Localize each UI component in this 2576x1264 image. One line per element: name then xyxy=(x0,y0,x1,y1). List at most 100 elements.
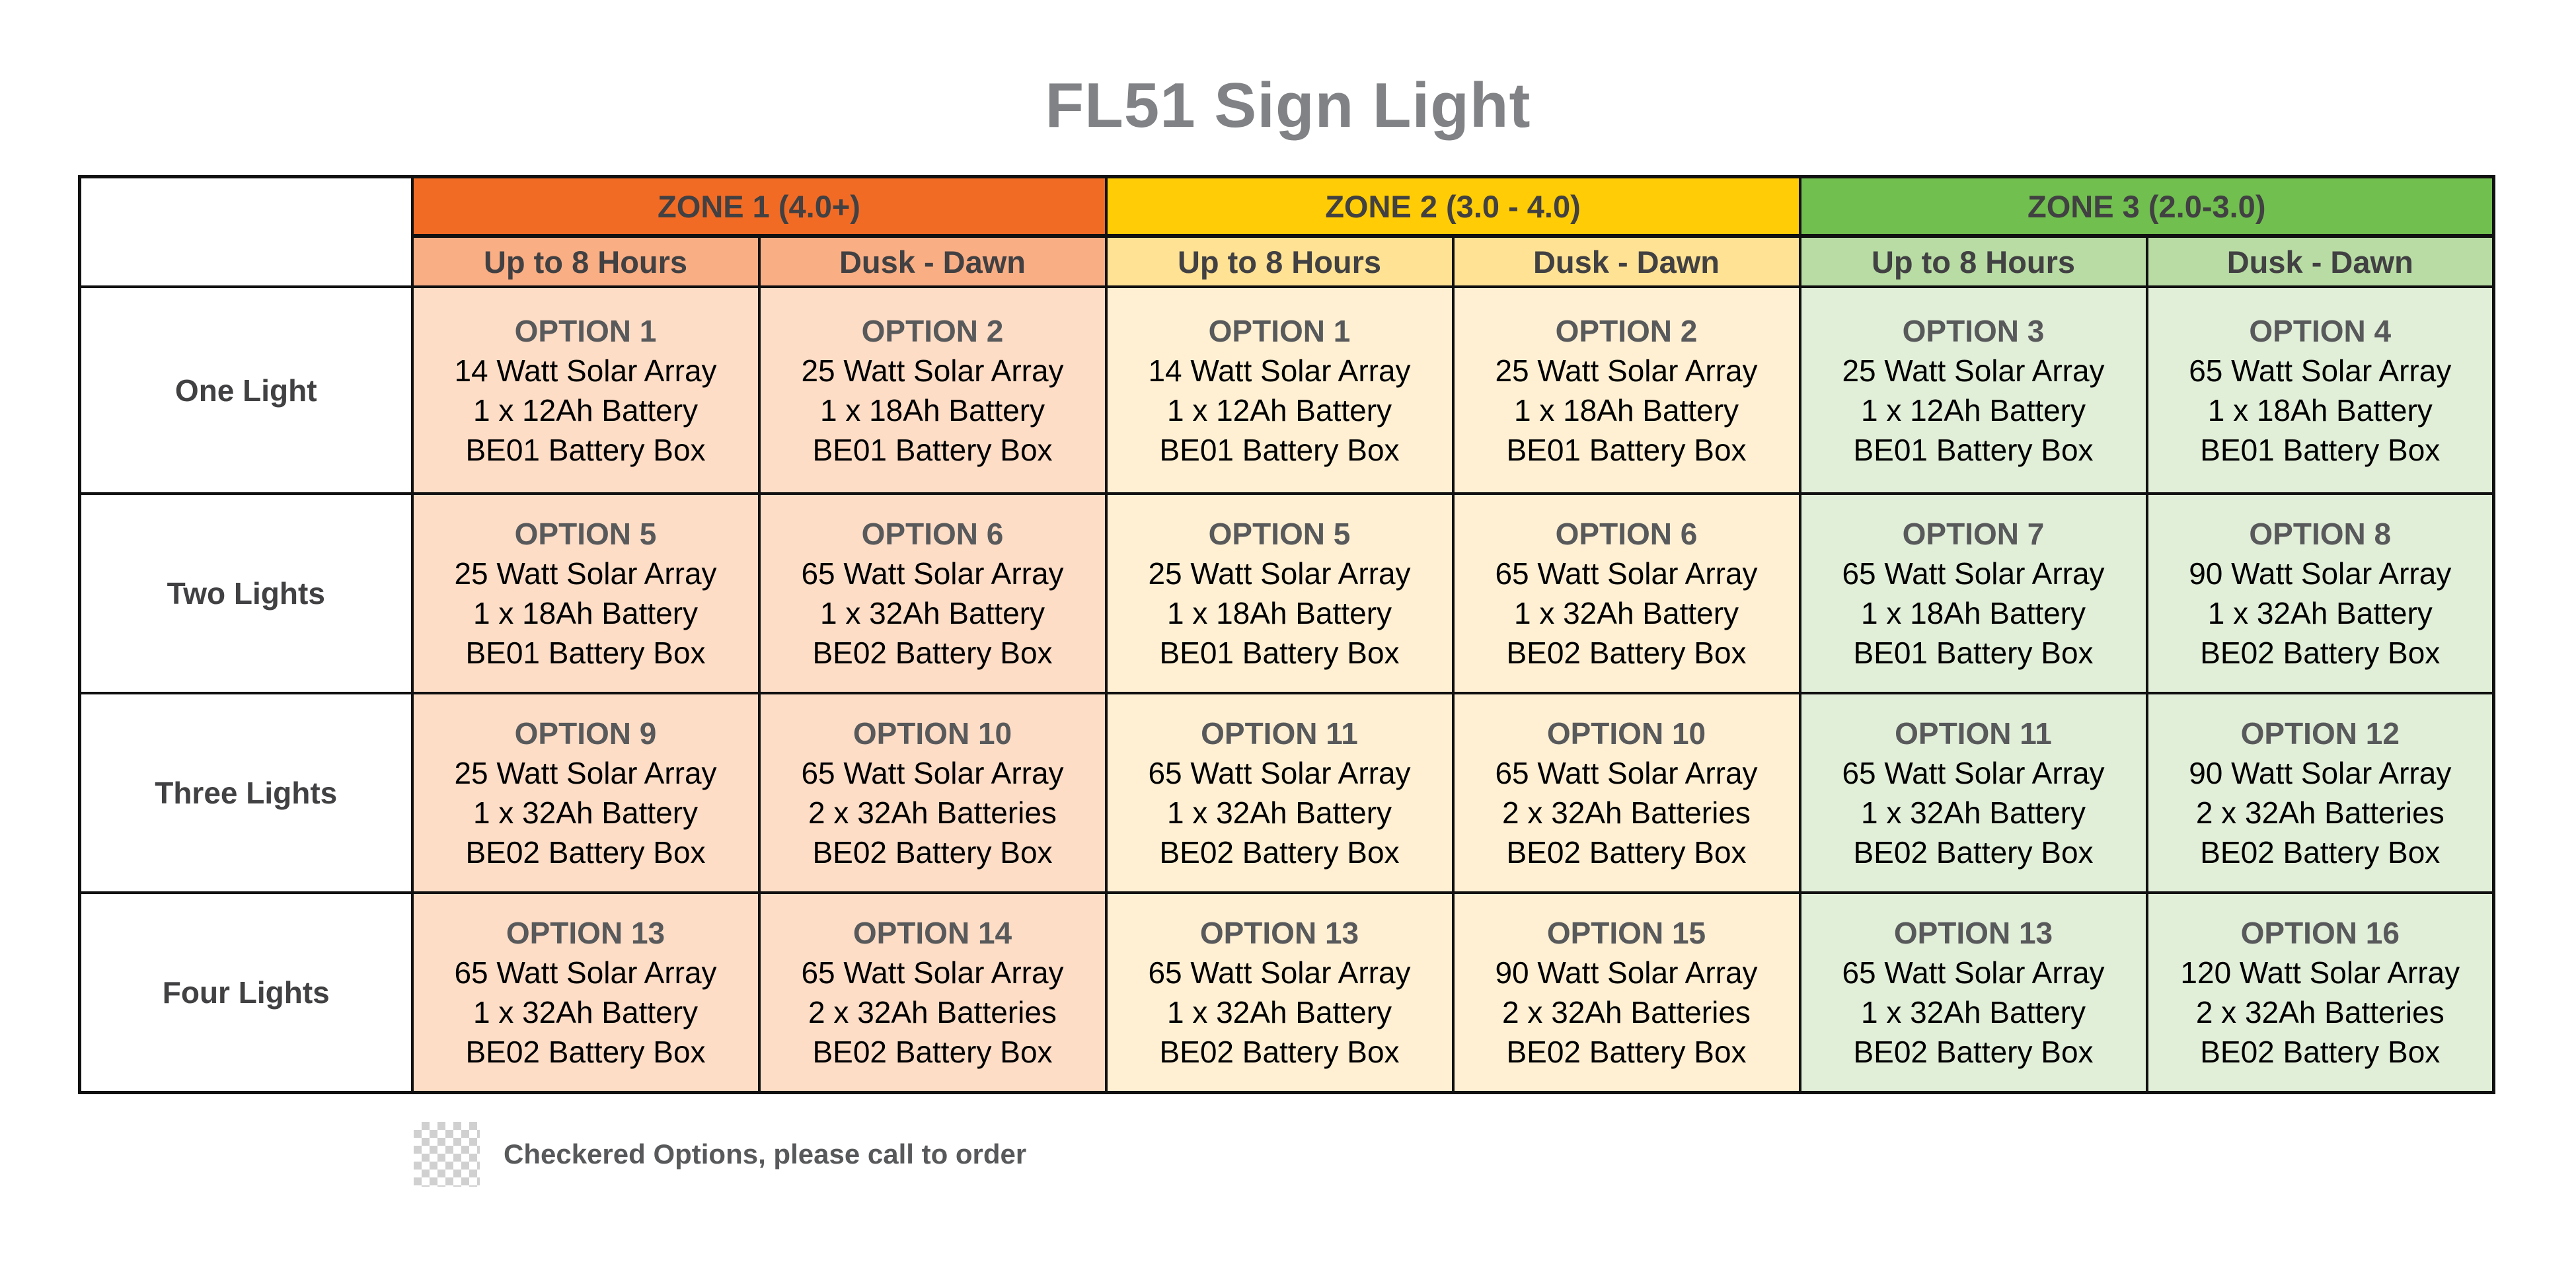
battery-spec: 1 x 32Ah Battery xyxy=(819,596,1045,630)
solar-array-spec: 65 Watt Solar Array xyxy=(1148,756,1411,790)
zone-3-header: ZONE 3 (2.0-3.0) xyxy=(1798,175,2495,238)
zone-1-up-to-8-hours-header: Up to 8 Hours xyxy=(410,235,761,288)
solar-array-spec: 65 Watt Solar Array xyxy=(1842,556,2105,591)
legend: Checkered Options, please call to order xyxy=(414,1121,1026,1187)
solar-array-spec: 65 Watt Solar Array xyxy=(1148,955,1411,990)
option-title: OPTION 2 xyxy=(1555,313,1698,348)
solar-array-spec: 65 Watt Solar Array xyxy=(801,556,1064,591)
option-title: OPTION 2 xyxy=(861,313,1004,348)
battery-box-spec: BE02 Battery Box xyxy=(2200,636,2441,670)
battery-box-spec: BE02 Battery Box xyxy=(1853,835,2094,870)
battery-spec: 1 x 12Ah Battery xyxy=(1166,392,1392,428)
battery-box-spec: BE02 Battery Box xyxy=(1159,1034,1400,1069)
battery-box-spec: BE01 Battery Box xyxy=(2200,432,2441,467)
option-title: OPTION 10 xyxy=(852,716,1012,751)
battery-spec: 1 x 18Ah Battery xyxy=(1513,392,1739,428)
battery-spec: 1 x 32Ah Battery xyxy=(1166,994,1392,1029)
battery-box-spec: BE02 Battery Box xyxy=(1159,835,1400,870)
zone-2-header: ZONE 2 (3.0 - 4.0) xyxy=(1104,175,1801,238)
page-title: FL51 Sign Light xyxy=(1045,70,1531,141)
battery-box-spec: BE02 Battery Box xyxy=(1506,636,1747,670)
solar-array-spec: 65 Watt Solar Array xyxy=(454,955,717,990)
option-cell: OPTION 16 120 Watt Solar Array 2 x 32Ah Ba… xyxy=(2145,891,2495,1094)
battery-spec: 1 x 32Ah Battery xyxy=(2207,596,2433,630)
solar-array-spec: 65 Watt Solar Array xyxy=(1842,955,2105,990)
battery-box-spec: BE02 Battery Box xyxy=(465,1034,706,1069)
battery-spec: 1 x 32Ah Battery xyxy=(1860,994,2086,1029)
option-title: OPTION 14 xyxy=(852,915,1012,950)
option-title: OPTION 11 xyxy=(1895,716,2052,751)
option-cell: OPTION 13 65 Watt Solar Array 1 x 32Ah Bat… xyxy=(1104,891,1455,1094)
option-title: OPTION 11 xyxy=(1201,716,1358,751)
battery-spec: 1 x 12Ah Battery xyxy=(473,392,699,428)
solar-array-spec: 14 Watt Solar Array xyxy=(454,353,717,388)
solar-array-spec: 25 Watt Solar Array xyxy=(1842,353,2105,388)
battery-box-spec: BE02 Battery Box xyxy=(812,636,1053,670)
solar-array-spec: 25 Watt Solar Array xyxy=(1148,556,1411,591)
battery-box-spec: BE01 Battery Box xyxy=(465,432,706,467)
battery-spec: 2 x 32Ah Batteries xyxy=(1502,796,1751,830)
row-label: One Light xyxy=(78,285,414,495)
battery-box-spec: BE01 Battery Box xyxy=(465,636,706,670)
battery-box-spec: BE01 Battery Box xyxy=(1159,432,1400,467)
option-title: OPTION 10 xyxy=(1546,716,1706,751)
option-title: OPTION 8 xyxy=(2249,517,2392,551)
row-label: Four Lights xyxy=(78,891,414,1094)
battery-spec: 1 x 18Ah Battery xyxy=(819,392,1045,428)
battery-box-spec: BE02 Battery Box xyxy=(1506,1034,1747,1069)
battery-box-spec: BE02 Battery Box xyxy=(465,835,706,870)
row-label: Two Lights xyxy=(78,492,414,694)
options-table: ZONE 1 (4.0+) ZONE 2 (3.0 - 4.0) ZONE 3 … xyxy=(78,175,2496,1094)
battery-box-spec: BE01 Battery Box xyxy=(1853,636,2094,670)
battery-spec: 2 x 32Ah Batteries xyxy=(2195,994,2444,1029)
option-title: OPTION 13 xyxy=(1199,915,1359,950)
battery-spec: 1 x 32Ah Battery xyxy=(1166,796,1392,830)
solar-array-spec: 120 Watt Solar Array xyxy=(2180,955,2460,990)
battery-spec: 1 x 18Ah Battery xyxy=(1860,596,2086,630)
solar-array-spec: 90 Watt Solar Array xyxy=(2189,756,2452,790)
battery-spec: 1 x 18Ah Battery xyxy=(1166,596,1392,630)
solar-array-spec: 65 Watt Solar Array xyxy=(1495,756,1758,790)
solar-array-spec: 25 Watt Solar Array xyxy=(1495,353,1758,388)
battery-spec: 1 x 32Ah Battery xyxy=(1860,796,2086,830)
battery-spec: 2 x 32Ah Batteries xyxy=(808,994,1057,1029)
option-title: OPTION 1 xyxy=(514,313,657,348)
battery-spec: 2 x 32Ah Batteries xyxy=(1502,994,1751,1029)
option-cell: OPTION 6 65 Watt Solar Array 1 x 32Ah Batt… xyxy=(757,492,1108,694)
option-title: OPTION 6 xyxy=(1555,517,1698,551)
option-cell: OPTION 2 25 Watt Solar Array 1 x 18Ah Batt… xyxy=(1451,285,1801,495)
battery-box-spec: BE01 Battery Box xyxy=(1506,432,1747,467)
option-cell: OPTION 11 65 Watt Solar Array 1 x 32Ah Bat… xyxy=(1104,692,1455,894)
battery-spec: 1 x 32Ah Battery xyxy=(473,994,699,1029)
solar-array-spec: 14 Watt Solar Array xyxy=(1148,353,1411,388)
zone-2-dusk-dawn-header: Dusk - Dawn xyxy=(1451,235,1801,288)
option-title: OPTION 5 xyxy=(1208,517,1351,551)
option-title: OPTION 12 xyxy=(2240,716,2400,751)
table-row: Four Lights OPTION 13 65 Watt Solar Array 1… xyxy=(78,891,2495,1094)
battery-box-spec: BE01 Battery Box xyxy=(812,432,1053,467)
battery-box-spec: BE02 Battery Box xyxy=(2200,1034,2441,1069)
option-title: OPTION 16 xyxy=(2240,915,2400,950)
solar-array-spec: 90 Watt Solar Array xyxy=(1495,955,1758,990)
battery-box-spec: BE02 Battery Box xyxy=(1506,835,1747,870)
option-title: OPTION 6 xyxy=(861,517,1004,551)
battery-spec: 1 x 32Ah Battery xyxy=(1513,596,1739,630)
battery-spec: 2 x 32Ah Batteries xyxy=(808,796,1057,830)
row-label: Three Lights xyxy=(78,692,414,894)
solar-array-spec: 25 Watt Solar Array xyxy=(454,756,717,790)
solar-array-spec: 25 Watt Solar Array xyxy=(454,556,717,591)
option-title: OPTION 3 xyxy=(1902,313,2045,348)
